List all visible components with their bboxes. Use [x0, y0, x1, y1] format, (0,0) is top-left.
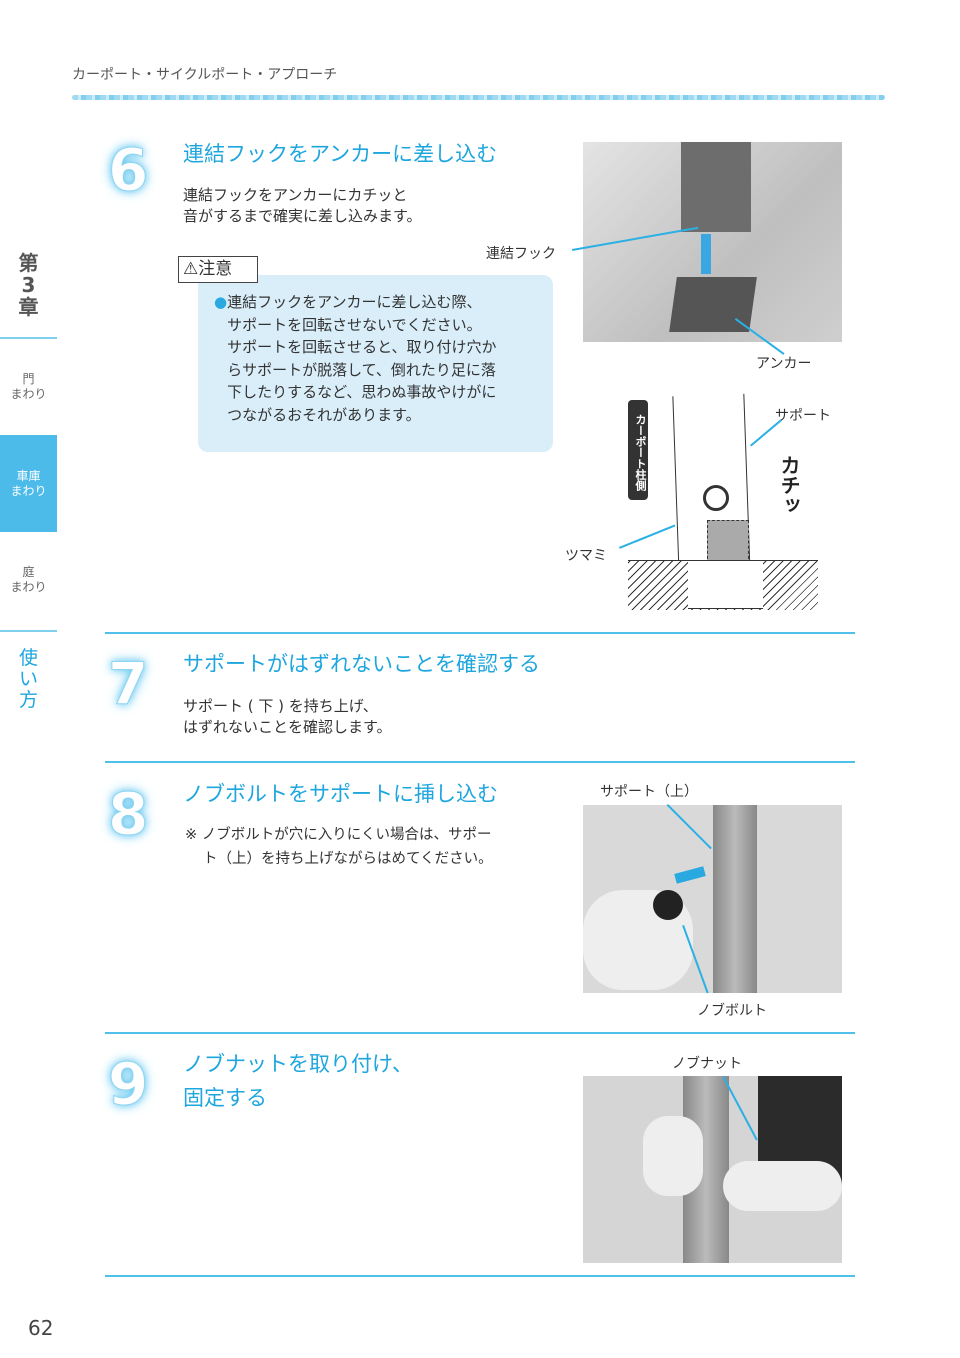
body-line: 音がするまで確実に差し込みます。: [183, 207, 422, 225]
hook-shape: [681, 142, 751, 232]
breadcrumb: カーポート・サイクルポート・アプローチ: [72, 67, 338, 83]
sidebar-divider: [0, 337, 57, 339]
step-divider: [105, 632, 855, 634]
leader-line: [619, 524, 676, 549]
glove-hand: [723, 1161, 842, 1211]
knob-bolt-label: ノブボルト: [697, 1003, 767, 1019]
caution-line: らサポートが脱落して、倒れたり足に落: [227, 360, 496, 379]
step-title: ノブボルトをサポートに挿し込む: [183, 782, 498, 806]
body-line: はずれないことを確認します。: [183, 718, 392, 736]
chapter-char: 第: [18, 251, 39, 275]
support-post: [713, 805, 757, 993]
usage-char: 方: [18, 689, 38, 711]
bullet-icon: ●: [214, 293, 228, 311]
step-divider: [105, 1032, 855, 1034]
support-label: サポート: [775, 408, 831, 424]
usage-char: い: [18, 668, 38, 690]
step-note: ※ ノブボルトが穴に入りにくい場合は、サポー ト（上）を持ち上げながらはめてくだ…: [185, 823, 493, 871]
chapter-char: 章: [18, 295, 39, 319]
arrow-right-icon: [674, 866, 706, 884]
knob-bolt: [653, 890, 683, 920]
anchor-photo: [583, 142, 842, 342]
sidebar-item-label: まわり: [10, 387, 47, 401]
step-body: 連結フックをアンカーにカチッと 音がするまで確実に差し込みます。: [183, 185, 422, 227]
caution-label: 注意: [198, 259, 233, 279]
sidebar-item-usage[interactable]: 使 い 方: [0, 648, 57, 711]
step-title: ノブナットを取り付け、 固定する: [183, 1047, 413, 1115]
knob-label: ツマミ: [565, 548, 607, 564]
hook-label: 連結フック: [486, 246, 556, 262]
step-number: 7: [107, 650, 149, 718]
title-line: 固定する: [183, 1086, 267, 1110]
sidebar-item-label: まわり: [10, 580, 47, 594]
knob-nut-photo: [583, 1076, 842, 1263]
knob-bolt-photo: [583, 805, 842, 993]
sidebar-item-label: 門: [22, 372, 35, 386]
title-line: ノブナットを取り付け、: [183, 1052, 413, 1076]
sidebar-item-gate[interactable]: 門 まわり: [0, 372, 57, 402]
caution-line: サポートを回転させると、取り付け穴か: [227, 338, 497, 356]
usage-char: 使: [18, 647, 38, 669]
step-divider: [105, 1275, 855, 1277]
click-sound: カチッ: [777, 455, 801, 515]
sidebar-item-garage[interactable]: 車庫 まわり: [0, 435, 57, 532]
caution-line: サポートを回転させないでください。: [227, 315, 482, 334]
caution-line: 連結フックをアンカーに差し込む際、: [227, 293, 482, 311]
sidebar-item-label: 庭: [22, 565, 35, 579]
arrow-down-icon: [701, 234, 711, 274]
chapter-label: 第 3 章: [0, 252, 57, 318]
step-number: 8: [107, 780, 149, 848]
caution-box: ● 連結フックをアンカーに差し込む際、 サポートを回転させないでください。 サポ…: [198, 275, 553, 452]
hole-icon: [703, 485, 729, 511]
body-line: 連結フックをアンカーにカチッと: [183, 186, 408, 204]
anchor-label: アンカー: [756, 356, 812, 372]
step-title: 連結フックをアンカーに差し込む: [183, 142, 498, 166]
caution-heading: ⚠注意: [178, 256, 258, 283]
anchor-cavity: [688, 561, 763, 609]
step-divider: [105, 761, 855, 763]
side-tag: カーポート柱側: [628, 400, 648, 500]
sidebar-divider: [0, 630, 57, 632]
chapter-char: 3: [21, 273, 36, 297]
glove-hand: [643, 1116, 703, 1196]
note-line: ※ ノブボルトが穴に入りにくい場合は、サポー: [185, 827, 492, 843]
step-number: 9: [107, 1050, 149, 1118]
body-line: サポート ( 下 ) を持ち上げ、: [183, 697, 378, 715]
knob-nut-label: ノブナット: [672, 1056, 742, 1072]
page-number: 62: [28, 1316, 54, 1340]
latch-diagram: カーポート柱側 カチッ サポート ツマミ: [565, 393, 858, 625]
leader-line: [750, 419, 782, 447]
header-divider: [72, 95, 885, 100]
sidebar-item-label: 車庫: [16, 469, 41, 483]
caution-line: つながるおそれがあります。: [227, 405, 421, 424]
step-number: 6: [107, 136, 149, 204]
note-line: ト（上）を持ち上げながらはめてください。: [203, 851, 493, 867]
step-body: サポート ( 下 ) を持ち上げ、 はずれないことを確認します。: [183, 696, 392, 738]
support-upper-label: サポート（上）: [600, 784, 698, 800]
sidebar-item-label: まわり: [10, 484, 47, 498]
step-title: サポートがはずれないことを確認する: [183, 652, 540, 676]
sidebar-item-garden[interactable]: 庭 まわり: [0, 565, 57, 595]
caution-line: 下したりするなど、思わぬ事故やけがに: [227, 383, 497, 401]
warning-triangle-icon: ⚠: [183, 259, 199, 279]
